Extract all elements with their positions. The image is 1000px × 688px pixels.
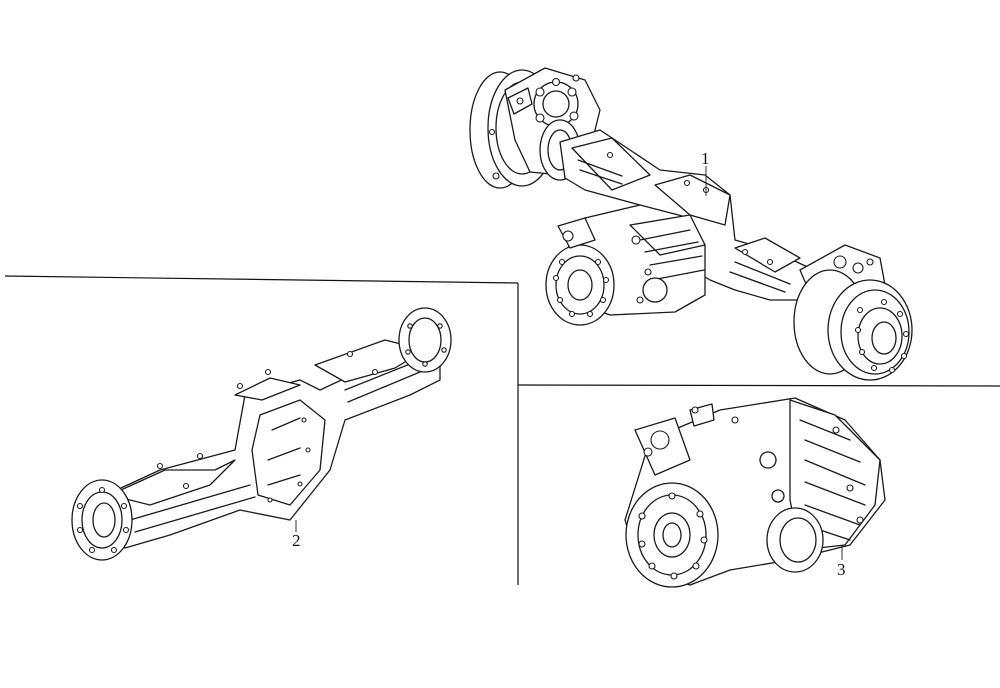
right-wheel-hub	[793, 244, 913, 381]
assembly-housing	[559, 129, 811, 301]
callout-1-label: 1	[701, 149, 710, 168]
assembly-differential	[545, 204, 706, 326]
callout-2-label: 2	[292, 531, 301, 550]
axle-assembly-drawing	[469, 67, 913, 381]
callout-3-label: 3	[837, 560, 846, 579]
axle-housing-drawing	[71, 307, 452, 561]
panel-frame-lines	[4, 275, 1000, 585]
differential-drawing	[624, 397, 886, 588]
